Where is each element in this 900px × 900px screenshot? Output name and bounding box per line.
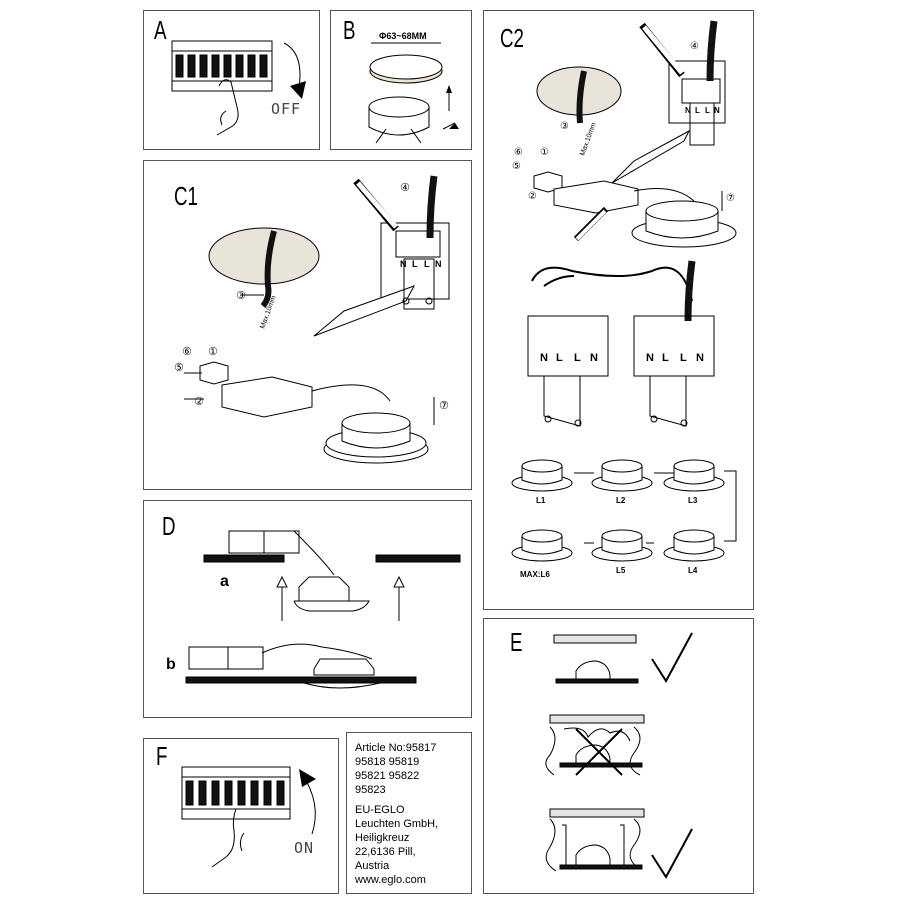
step-number: ⑦ [726, 193, 735, 204]
step-number: ⑦ [439, 399, 449, 412]
terminal-label: L [556, 352, 563, 364]
panel-f: F ON [143, 738, 339, 894]
panel-c2: C2 [483, 10, 754, 610]
lamp-label: L5 [616, 566, 626, 575]
off-label: OFF [271, 100, 302, 118]
step-number: ④ [400, 181, 410, 194]
terminal-label: L [574, 352, 581, 364]
c1-wiring-illustration: N L L N ③ ④ ⑤ ② ⑥ ① ⑦ Max.10mm [174, 175, 450, 464]
insulation-clearance-illustration [545, 632, 693, 879]
ceiling-hole-illustration [368, 42, 459, 144]
max-length-label: Max.10mm [579, 122, 597, 157]
breaker-switch-illustration [181, 766, 316, 868]
step-number: ⑤ [174, 361, 184, 374]
terminal-label: N [400, 259, 407, 269]
lamp-label: L1 [536, 496, 546, 505]
company-line: 22,6136 Pill, [355, 846, 416, 858]
installation-illustration [185, 530, 461, 689]
company-line: Heiligkreuz [355, 832, 410, 844]
step-number: ① [540, 147, 549, 158]
article-line: Article No:95817 [355, 742, 437, 754]
c2-terminal-labels-top: N L L N [685, 106, 720, 115]
terminal-label: N [590, 352, 598, 364]
breaker-switch-illustration [171, 40, 306, 136]
step-number: ⑥ [182, 345, 192, 358]
step-number: ② [194, 395, 204, 408]
lamp-label: MAX:L6 [520, 570, 550, 579]
terminal-label: N [714, 106, 720, 115]
panel-letter: C1 [174, 181, 198, 211]
article-line: 95823 [355, 784, 386, 796]
max-length-label: Max.10mm [259, 295, 277, 330]
company-line: Austria [355, 860, 390, 872]
c2-terminal-labels-blocks: N L L N N L L N [540, 352, 704, 364]
panel-letter: C2 [500, 23, 524, 53]
diameter-label: Φ63~68MM [379, 31, 427, 41]
step-number: ⑤ [512, 161, 521, 172]
terminal-label: N [540, 352, 548, 364]
company-line: EU-EGLO [355, 804, 405, 816]
article-line: 95821 95822 [355, 770, 420, 782]
panel-letter: D [162, 511, 176, 541]
panel-letter: F [156, 741, 168, 771]
step-b-label: b [166, 656, 176, 673]
article-numbers: Article No:95817 95818 95819 95821 95822… [355, 741, 436, 797]
panel-d: D a b [143, 500, 472, 718]
step-number: ③ [236, 289, 246, 302]
lamp-labels: L1 L2 L3 MAX:L6 L5 L4 [520, 496, 698, 579]
panel-letter: B [343, 15, 356, 45]
terminal-label: L [412, 259, 418, 269]
terminal-label: L [424, 259, 430, 269]
panel-b: B Φ63~68MM [330, 10, 472, 150]
terminal-label: N [435, 259, 442, 269]
lamp-label: L4 [688, 566, 698, 575]
terminal-label: N [696, 352, 704, 364]
terminal-label: L [662, 352, 669, 364]
lamp-label: L2 [616, 496, 626, 505]
company-address: EU-EGLO Leuchten GmbH, Heiligkreuz 22,61… [355, 803, 438, 887]
step-a-label: a [220, 573, 229, 590]
terminal-label: N [685, 106, 691, 115]
c2-step-numbers: ③ ④ ⑤ ② ⑥ ① ⑦ [512, 41, 735, 204]
step-number: ③ [560, 121, 569, 132]
step-number: ② [528, 191, 537, 202]
on-label: ON [294, 839, 315, 857]
c1-terminal-labels: N L L N [400, 259, 442, 269]
article-info-panel: Article No:95817 95818 95819 95821 95822… [346, 732, 472, 894]
terminal-label: L [695, 106, 700, 115]
panel-c1: C1 [143, 160, 472, 490]
c2-wiring-illustration: N L L N N L L N N L L N ③ ④ ⑤ ② ⑥ ① ⑦ Ma… [511, 20, 737, 579]
company-url[interactable]: www.eglo.com [355, 874, 426, 886]
step-number: ⑥ [514, 147, 523, 158]
terminal-label: L [705, 106, 710, 115]
company-line: Leuchten GmbH, [355, 818, 439, 830]
article-line: 95818 95819 [355, 756, 420, 768]
step-number: ① [208, 345, 218, 358]
step-number: ④ [690, 41, 699, 52]
panel-letter: E [510, 627, 523, 657]
panel-letter: A [154, 15, 167, 45]
panel-e: E [483, 618, 754, 894]
terminal-label: N [646, 352, 654, 364]
c1-step-numbers: ③ ④ ⑤ ② ⑥ ① ⑦ [174, 181, 449, 412]
panel-a: A OFF [143, 10, 320, 150]
terminal-label: L [680, 352, 687, 364]
lamp-label: L3 [688, 496, 698, 505]
